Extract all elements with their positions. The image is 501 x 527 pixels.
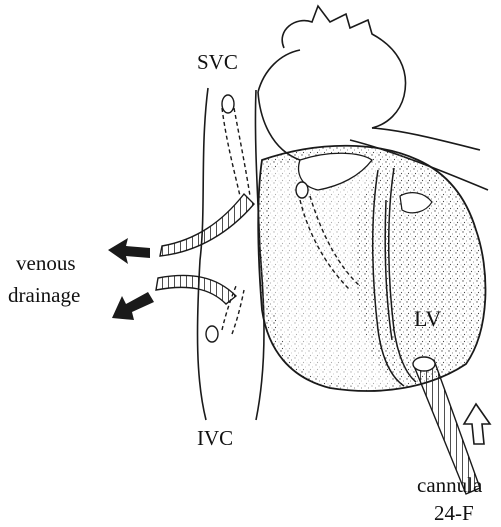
drainage-arrow-lower-icon <box>112 292 154 320</box>
drainage-tubes <box>156 194 254 304</box>
ivc-label: IVC <box>197 428 233 449</box>
cannula-pointer-icon <box>464 404 490 444</box>
lv-label: LV <box>414 308 441 330</box>
drainage-label: drainage <box>8 285 80 306</box>
drainage-arrow-icons <box>108 238 154 320</box>
svc-label: SVC <box>197 52 238 73</box>
drainage-arrow-upper-icon <box>108 238 150 264</box>
venous-label: venous <box>16 253 76 274</box>
vena-cava <box>198 88 264 420</box>
heart-body <box>258 146 485 391</box>
cannula-label: cannula <box>417 475 482 496</box>
cannula-size-label: 24-F <box>434 503 474 524</box>
